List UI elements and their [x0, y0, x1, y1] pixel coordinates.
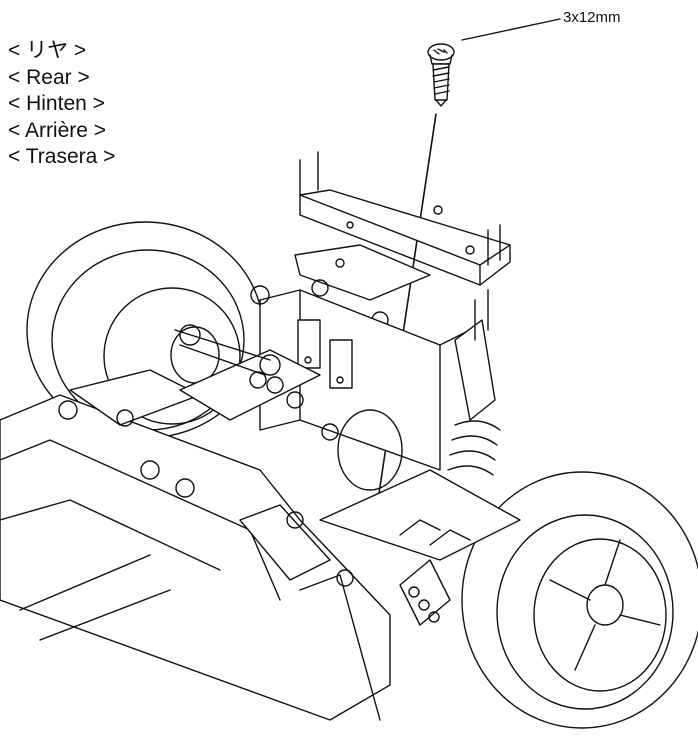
gearbox — [260, 290, 470, 490]
label-spanish: < Trasera > — [8, 145, 116, 168]
screw-size-label: 3x12mm — [563, 9, 621, 26]
suspension-arm — [320, 470, 520, 625]
shock-tower — [295, 152, 510, 328]
hardware-parts — [59, 286, 353, 586]
callout-leader-line — [462, 19, 560, 40]
shock-absorber — [448, 290, 500, 475]
chassis-body — [0, 350, 390, 720]
section-labels: < リヤ > < Rear > < Hinten > < Arrière > <… — [8, 38, 115, 171]
screw-icon — [428, 44, 454, 106]
label-japanese: < リヤ > — [8, 39, 87, 62]
right-wheel — [462, 472, 698, 728]
label-german: < Hinten > — [8, 92, 105, 115]
label-english: < Rear > — [8, 65, 90, 89]
label-french: < Arrière > — [8, 118, 107, 142]
